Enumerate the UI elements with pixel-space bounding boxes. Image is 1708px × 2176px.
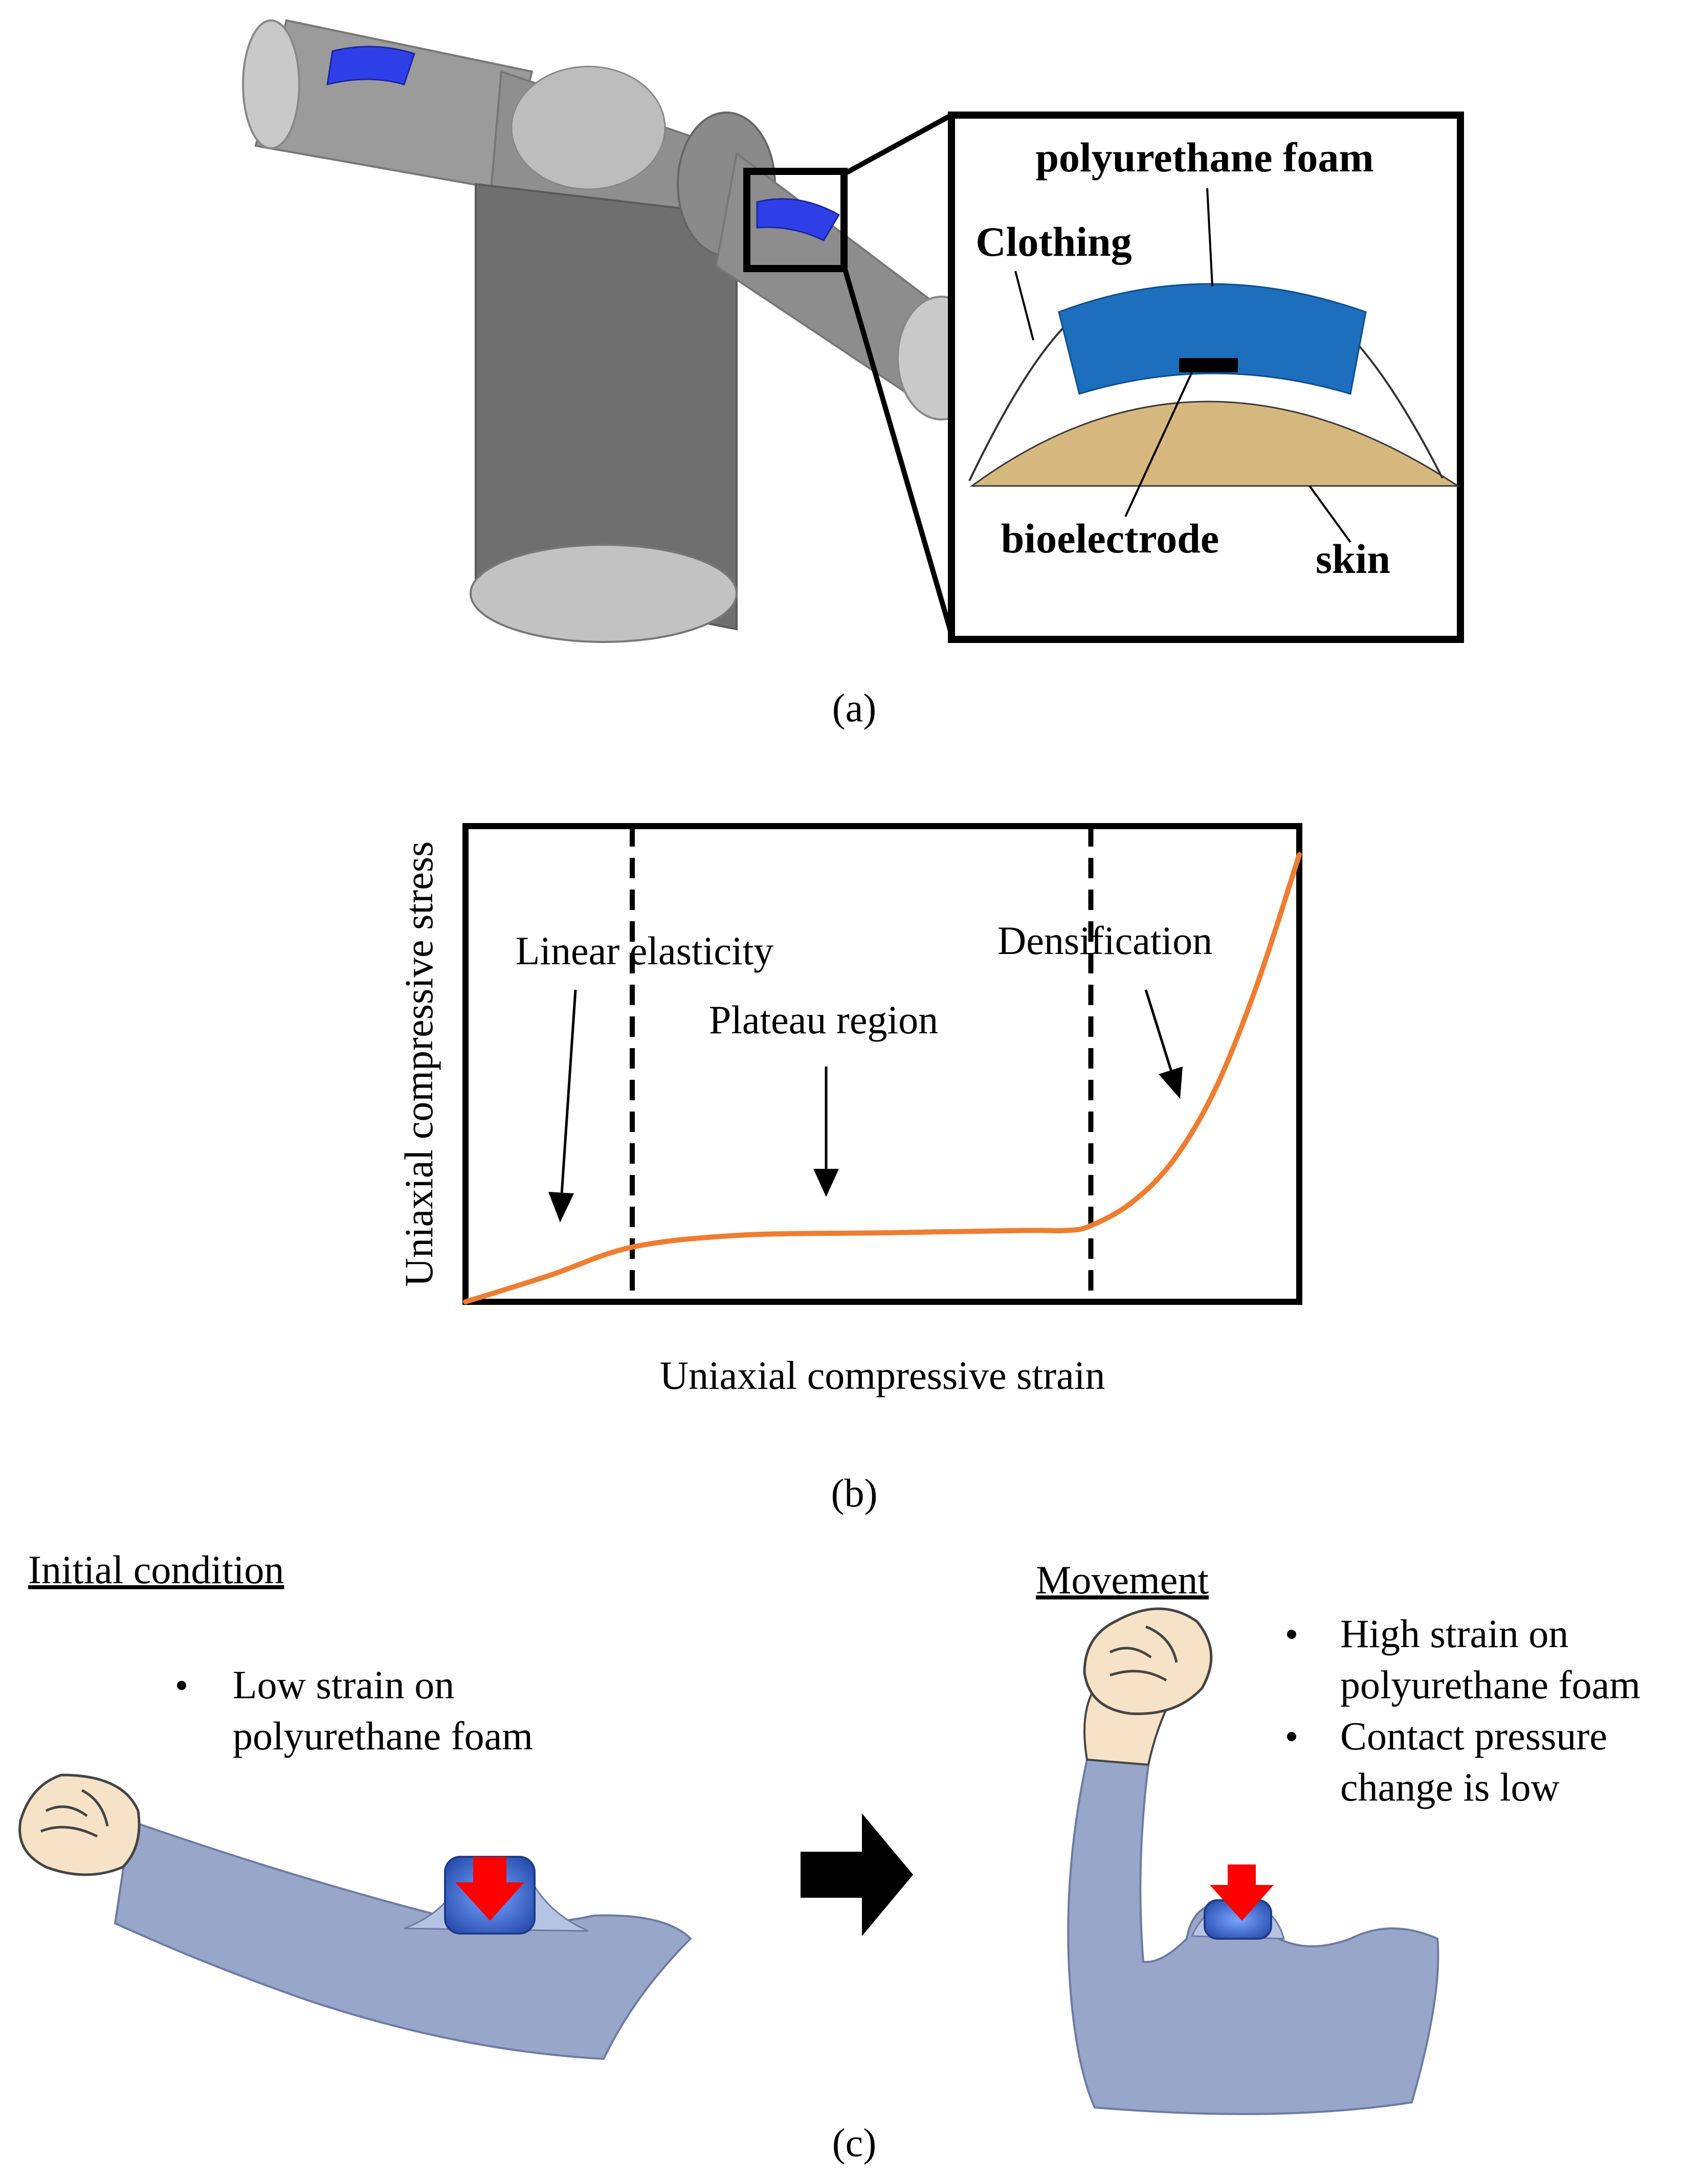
- inset-cross-section: polyurethane foam Clothing bioelectrode …: [948, 112, 1464, 643]
- bullet-dot: [1287, 1630, 1296, 1639]
- fist-initial: [18, 1773, 141, 1876]
- panel-b-label: (b): [831, 1471, 878, 1515]
- foam-block: [1058, 283, 1367, 395]
- zoom-box: [743, 168, 848, 272]
- panel-a: polyurethane foam Clothing bioelectrode …: [242, 19, 1464, 730]
- leader-foam: [1206, 188, 1213, 287]
- leader-clothing: [1014, 271, 1034, 341]
- initial-bullet-line-2: polyurethane foam: [233, 1714, 533, 1758]
- annotation-arrow-densification: [1144, 989, 1183, 1099]
- chart-plot-area: [462, 823, 1302, 1305]
- movement-bullet-1-line-2: polyurethane foam: [1340, 1662, 1640, 1707]
- panel-c: Initial condition Low strain on polyuret…: [18, 1547, 1640, 2165]
- fist-movement: [1083, 1607, 1213, 1715]
- panel-a-label: (a): [832, 685, 877, 730]
- pressure-arrow-movement: [1210, 1864, 1274, 1921]
- torso: [475, 183, 738, 631]
- neck-opening: [511, 65, 666, 190]
- zoom-connector-bottom: [841, 265, 954, 635]
- label-skin: skin: [1316, 536, 1390, 582]
- panel-c-label: (c): [832, 2120, 877, 2165]
- fist-fingers-initial: [40, 1789, 109, 1838]
- x-axis-label: Uniaxial compressive strain: [660, 1353, 1105, 1397]
- skin-layer: [969, 401, 1460, 487]
- arm-sleeve: [114, 1819, 692, 2060]
- label-polyurethane-foam: polyurethane foam: [1035, 134, 1373, 181]
- movement-bullet-1-line-1: High strain on: [1340, 1611, 1568, 1656]
- initial-condition: Initial condition Low strain on polyuret…: [18, 1547, 692, 2060]
- label-clothing: Clothing: [975, 218, 1132, 265]
- pressure-arrow-initial: [455, 1857, 524, 1921]
- movement-bullet-2-line-2: change is low: [1340, 1765, 1560, 1809]
- annotation-arrow-linear: [548, 989, 577, 1223]
- movement-condition: Movement High strain on polyurethane foa…: [1036, 1558, 1640, 2115]
- left-sleeve-opening: [242, 19, 300, 149]
- region-label-plateau: Plateau region: [709, 997, 938, 1042]
- inset-frame: [948, 112, 1464, 643]
- label-bioelectrode: bioelectrode: [1001, 515, 1219, 562]
- movement-title: Movement: [1036, 1558, 1209, 1602]
- electrode-pad-left: [326, 46, 415, 86]
- transition-arrow: [801, 1813, 913, 1936]
- torso-bottom-opening: [470, 544, 738, 643]
- bullet-dot: [177, 1681, 186, 1690]
- bullet-dot: [1287, 1732, 1296, 1741]
- y-axis-label: Uniaxial compressive stress: [396, 841, 441, 1287]
- initial-bullet-line-1: Low strain on: [233, 1662, 454, 1707]
- electrode-pad-right: [756, 198, 840, 241]
- garment-3d-model: [242, 19, 986, 643]
- region-label-densification: Densification: [997, 918, 1212, 963]
- initial-condition-title: Initial condition: [28, 1547, 284, 1592]
- zoom-connector-top: [842, 113, 953, 176]
- stress-strain-curve: [463, 852, 1302, 1304]
- electrode-strip: [1179, 358, 1238, 372]
- fist-fingers-movement: [1109, 1625, 1178, 1682]
- leader-bioelectrode: [1124, 372, 1193, 517]
- leader-skin: [1308, 485, 1351, 543]
- annotation-arrow-plateau: [813, 1067, 839, 1197]
- movement-bullet-2-line-1: Contact pressure: [1340, 1714, 1607, 1758]
- region-label-linear-elasticity: Linear elasticity: [516, 928, 774, 973]
- panel-b: Linear elasticity Plateau region Densifi…: [396, 823, 1302, 1515]
